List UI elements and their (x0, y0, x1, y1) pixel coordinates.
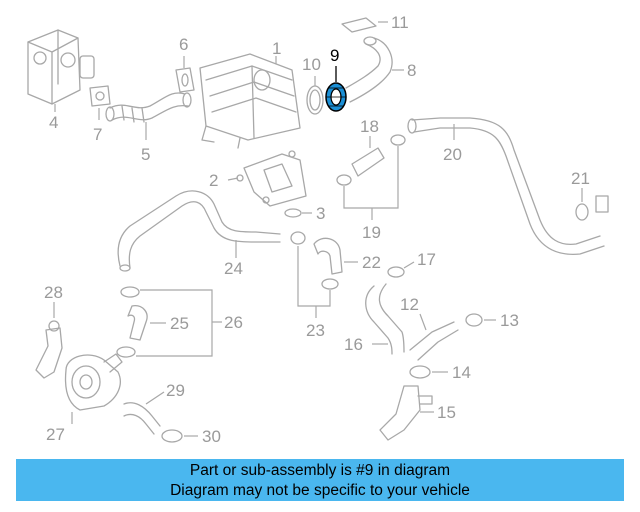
part-5-pipe (105, 92, 192, 123)
part-27-pump (64, 353, 123, 411)
part-21-gasket (575, 203, 589, 221)
callout-9-highlighted[interactable]: 9 (330, 46, 339, 65)
info-banner: Part or sub-assembly is #9 in diagram Di… (16, 459, 624, 501)
part-7-gasket (89, 85, 111, 107)
part-17-clamp (387, 266, 405, 278)
callout-12[interactable]: 12 (400, 295, 419, 314)
part-6-gasket (175, 67, 195, 93)
clamp-19a (336, 174, 352, 186)
callout-3[interactable]: 3 (316, 204, 325, 223)
callout-18[interactable]: 18 (360, 117, 379, 136)
part-4-valve-block (27, 29, 95, 105)
part-30-clamp (161, 429, 183, 443)
part-14-clamp (409, 365, 431, 379)
part-15-fitting (379, 385, 421, 441)
clamp-23a (290, 231, 306, 245)
part-12-hose (409, 321, 459, 361)
part-1-cooler (199, 53, 301, 149)
callout-26[interactable]: 26 (224, 313, 243, 332)
callout-17[interactable]: 17 (417, 250, 436, 269)
part-11-gasket (341, 17, 377, 33)
clamp-19b (390, 134, 406, 146)
clamp-26a (120, 286, 140, 298)
callout-4[interactable]: 4 (49, 113, 58, 132)
callout-16[interactable]: 16 (344, 335, 363, 354)
part-24-pipe (117, 190, 281, 272)
callout-14[interactable]: 14 (452, 363, 471, 382)
callout-7[interactable]: 7 (93, 125, 102, 144)
callout-28[interactable]: 28 (44, 283, 63, 302)
part-18-hose (351, 147, 385, 177)
part-2-bracket (236, 150, 307, 207)
part-22-hose (313, 237, 343, 275)
part-29-hose (123, 402, 161, 435)
callout-1[interactable]: 1 (272, 39, 281, 58)
callout-23[interactable]: 23 (306, 321, 325, 340)
part-16-hose (365, 283, 405, 355)
clamp-26b (116, 346, 136, 358)
part-9-clamp-highlighted (325, 82, 347, 112)
callout-5[interactable]: 5 (141, 145, 150, 164)
callout-30[interactable]: 30 (202, 427, 221, 446)
part-20-pipe (407, 117, 605, 256)
part-21-fitting (595, 195, 609, 213)
clamp-23b (321, 278, 339, 290)
callout-27[interactable]: 27 (46, 425, 65, 444)
part-25-hose (127, 305, 148, 341)
callout-25[interactable]: 25 (170, 314, 189, 333)
callout-8[interactable]: 8 (407, 61, 416, 80)
callout-29[interactable]: 29 (166, 381, 185, 400)
callout-15[interactable]: 15 (437, 403, 456, 422)
callout-2[interactable]: 2 (209, 171, 218, 190)
part-3-washer (284, 208, 302, 218)
parts-diagram: 1 2 3 4 5 6 7 8 9 10 11 12 13 14 15 16 1… (27, 13, 609, 446)
part-28-bracket (35, 320, 63, 379)
callout-19[interactable]: 19 (362, 223, 381, 242)
callout-10[interactable]: 10 (302, 55, 321, 74)
part-8-hose (345, 36, 393, 103)
callout-20[interactable]: 20 (443, 145, 462, 164)
callout-24[interactable]: 24 (224, 259, 243, 278)
callout-6[interactable]: 6 (179, 35, 188, 54)
callout-22[interactable]: 22 (362, 253, 381, 272)
part-13-clamp (465, 313, 483, 327)
callout-11[interactable]: 11 (391, 13, 409, 32)
callout-13[interactable]: 13 (500, 311, 519, 330)
callout-21[interactable]: 21 (571, 169, 590, 188)
banner-line-1: Part or sub-assembly is #9 in diagram (189, 462, 451, 479)
banner-line-2: Diagram may not be specific to your vehi… (170, 482, 470, 499)
